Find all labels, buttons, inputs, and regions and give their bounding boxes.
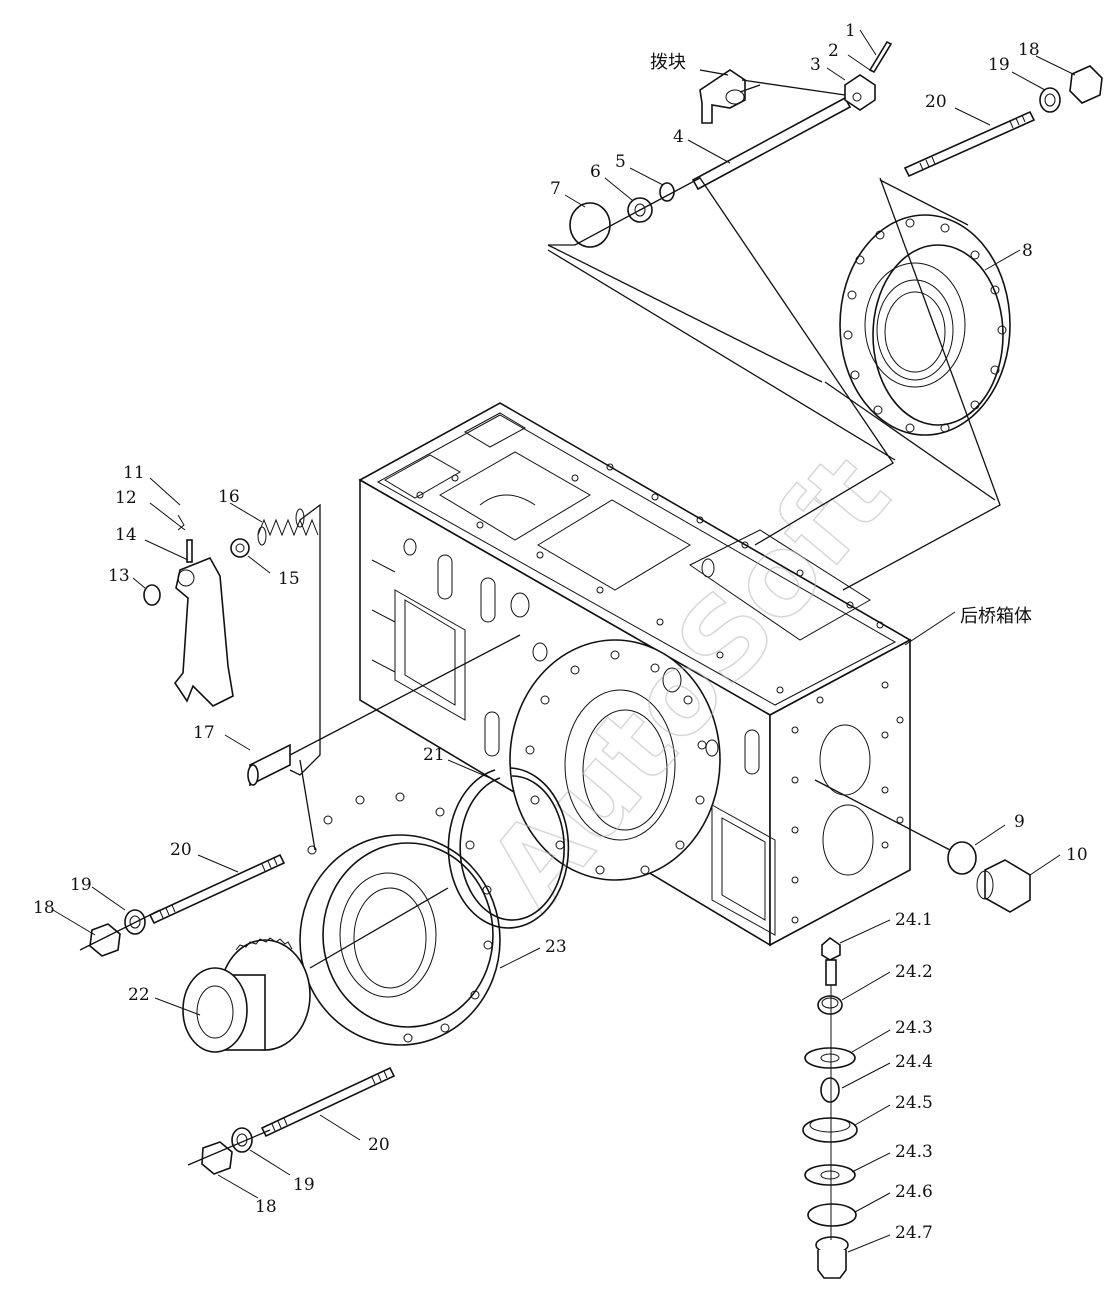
part-24-3-washer-a xyxy=(804,1047,856,1069)
label-24-6: 24.6 xyxy=(895,1182,933,1202)
part-23-flange xyxy=(299,792,501,1046)
label-10: 10 xyxy=(1066,845,1088,865)
part-16-spring xyxy=(257,508,319,546)
part-10-plug xyxy=(976,859,1031,913)
side-face-holes xyxy=(791,681,904,924)
label-19-middle: 19 xyxy=(70,875,92,895)
label-7: 7 xyxy=(550,179,561,199)
label-17: 17 xyxy=(193,723,215,743)
part-1-pin xyxy=(868,40,893,74)
part-24-4-ball xyxy=(820,1077,840,1103)
label-19-top: 19 xyxy=(988,55,1010,75)
label-2: 2 xyxy=(828,41,839,61)
label-21: 21 xyxy=(423,745,445,765)
part-24-5-disc xyxy=(802,1117,858,1143)
flange-23-holes xyxy=(307,792,493,1043)
label-23: 23 xyxy=(545,937,567,957)
label-rear-axle-housing: 后桥箱体 xyxy=(960,606,1032,627)
part-20-stud-top xyxy=(903,110,1036,178)
part-24-6-ring xyxy=(807,1203,857,1227)
top-bolt-holes xyxy=(416,463,884,694)
label-leaders xyxy=(52,29,1076,1253)
rear-axle-housing xyxy=(358,402,912,947)
label-13: 13 xyxy=(108,566,130,586)
label-24-7: 24.7 xyxy=(895,1223,933,1243)
part-17-pin xyxy=(247,743,291,787)
label-4: 4 xyxy=(673,127,684,147)
label-24-3-b: 24.3 xyxy=(895,1142,933,1162)
flange-8-holes xyxy=(843,218,1007,433)
label-11: 11 xyxy=(123,463,145,483)
part-21-snap-ring xyxy=(447,767,570,929)
part-24-3-washer-b xyxy=(804,1164,856,1186)
part-8-flange xyxy=(839,214,1011,436)
label-5: 5 xyxy=(615,152,626,172)
label-24-5: 24.5 xyxy=(895,1093,933,1113)
label-22: 22 xyxy=(128,985,150,1005)
part-15-washer xyxy=(230,538,250,558)
label-1: 1 xyxy=(845,21,856,41)
part-12-pin xyxy=(186,539,193,563)
part-11-pin xyxy=(177,514,185,531)
part-7-seal-ring xyxy=(569,202,611,248)
label-18-top: 18 xyxy=(1018,40,1040,60)
part-19-washer-top xyxy=(1039,87,1061,113)
part-14-shift-fork xyxy=(174,556,234,707)
label-shift-block: 拨块 xyxy=(650,52,686,73)
part-24-1-bolt xyxy=(821,936,841,986)
label-20-bottom: 20 xyxy=(368,1135,390,1155)
part-20-stud-bottom xyxy=(260,1066,396,1138)
label-12: 12 xyxy=(115,488,137,508)
label-19-bottom: 19 xyxy=(293,1175,315,1195)
label-9: 9 xyxy=(1014,812,1025,832)
part-24-2-seal xyxy=(817,995,843,1015)
label-24-3-a: 24.3 xyxy=(895,1018,933,1038)
label-18-middle: 18 xyxy=(33,898,55,918)
part-19-washer-bottom xyxy=(231,1127,253,1153)
label-18-bottom: 18 xyxy=(255,1197,277,1217)
label-24-1: 24.1 xyxy=(895,910,933,930)
part-24-7-plug xyxy=(815,1236,849,1279)
assembly-lines xyxy=(79,69,1001,1240)
label-20-middle: 20 xyxy=(170,840,192,860)
part-3-shift-fork xyxy=(844,74,876,111)
shift-block xyxy=(699,69,761,124)
label-14: 14 xyxy=(115,525,137,545)
label-24-2: 24.2 xyxy=(895,962,933,982)
label-3: 3 xyxy=(810,55,821,75)
part-22-gear xyxy=(182,937,311,1053)
part-18-nut-top xyxy=(1069,65,1103,104)
label-20-top: 20 xyxy=(925,92,947,112)
part-20-stud-middle xyxy=(148,853,286,925)
part-4-shaft xyxy=(691,96,852,191)
part-18-nut-middle xyxy=(89,923,121,957)
part-labels: 1 2 3 拨块 4 5 6 7 8 18 19 20 后桥箱体 9 10 11… xyxy=(33,21,1088,1243)
front-flange-holes xyxy=(525,650,707,875)
label-16: 16 xyxy=(218,487,240,507)
part-18-nut-bottom xyxy=(201,1141,233,1175)
label-6: 6 xyxy=(590,162,601,182)
part-9-oring xyxy=(947,841,977,875)
part-13-ring xyxy=(143,584,161,606)
label-24-4: 24.4 xyxy=(895,1052,933,1072)
label-8: 8 xyxy=(1022,241,1033,261)
label-15: 15 xyxy=(278,569,300,589)
